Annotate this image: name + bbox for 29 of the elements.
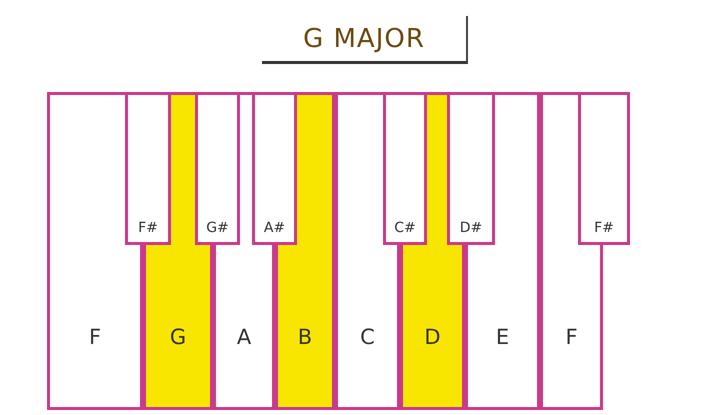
key-label: D# xyxy=(458,220,484,236)
piano-key xyxy=(335,245,400,410)
piano-key xyxy=(465,245,540,410)
sharp-key xyxy=(125,92,171,245)
key-label: C# xyxy=(393,220,417,236)
piano-key xyxy=(275,245,335,410)
key-label: F# xyxy=(137,220,159,236)
key-label: D xyxy=(423,325,442,349)
key-label: F xyxy=(564,325,579,349)
sharp-key xyxy=(252,92,297,245)
piano-key xyxy=(143,245,213,410)
sharp-key xyxy=(383,92,427,245)
piano-key xyxy=(213,245,275,410)
sharp-key xyxy=(447,92,495,245)
piano-key xyxy=(540,245,603,410)
key-label: C xyxy=(359,325,376,349)
title: G MAJOR xyxy=(262,16,468,64)
sharp-key xyxy=(195,92,240,245)
key-label: G xyxy=(168,325,188,349)
key-label: B xyxy=(296,325,314,349)
key-label: F xyxy=(88,325,102,349)
key-label: A xyxy=(236,325,252,349)
piano-key xyxy=(400,245,465,410)
key-label: G# xyxy=(205,220,230,236)
key-label: F# xyxy=(593,220,615,236)
piano-key xyxy=(47,245,143,410)
key-label: E xyxy=(494,325,510,349)
sharp-key xyxy=(578,92,630,245)
key-label: A# xyxy=(262,220,286,236)
